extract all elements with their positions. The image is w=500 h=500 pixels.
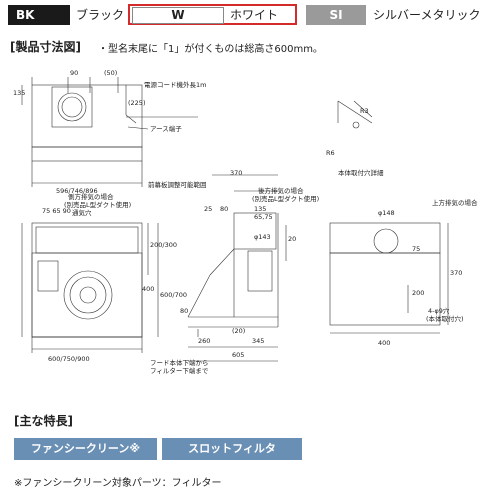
feature-slot-filter[interactable]: スロットフィルタ <box>162 438 302 460</box>
label-50: (50) <box>104 69 117 77</box>
label-up: 上方排気の場合 <box>432 198 478 207</box>
label-holes2: (本体取付穴) <box>426 314 464 323</box>
label-370b: 370 <box>450 269 462 277</box>
label-rear-1: 後方排気の場合 <box>258 186 304 195</box>
label-605: 605 <box>232 351 244 359</box>
label-25: 25 <box>204 205 212 213</box>
label-r3: R3 <box>360 107 369 115</box>
color-name-si: シルバーメタリック <box>373 8 481 22</box>
label-756590: 75 65 90 <box>42 207 71 215</box>
label-front-plate: 前幕板調整可能範囲 <box>148 180 207 189</box>
label-600-700: 600/700 <box>160 291 187 299</box>
label-200-300: 200/300 <box>150 241 177 249</box>
label-tsuko: 通気穴 <box>72 208 92 217</box>
label-400: 400 <box>142 285 154 293</box>
color-selector: BK ブラック W ホワイト SI シルバーメタリック <box>8 4 492 27</box>
color-selected-frame[interactable]: W ホワイト <box>128 4 297 25</box>
label-mount: 本体取付穴詳細 <box>338 168 384 177</box>
label-side-1: 側方排気の場合 <box>68 192 114 201</box>
label-600-750-900: 600/750/900 <box>48 355 90 363</box>
label-135: 135 <box>13 89 25 97</box>
color-name-w: ホワイト <box>230 8 279 22</box>
label-143: φ143 <box>254 233 271 241</box>
label-400b: 400 <box>378 339 390 347</box>
dimension-drawing: 90 (50) 135 (225) 電源コード機外長1m アース端子 596/7… <box>8 65 492 395</box>
label-200: 200 <box>412 289 424 297</box>
label-holes: 4-φ9穴 <box>428 306 450 315</box>
color-tag-bk[interactable]: BK <box>8 5 70 25</box>
feature-fancy-clean[interactable]: ファンシークリーン※ <box>14 438 157 460</box>
label-148: φ148 <box>378 209 395 217</box>
footnote: ※ファンシークリーン対象パーツ：フィルター <box>14 478 222 489</box>
label-6575: 65,75 <box>254 213 273 221</box>
label-side-2: (別売品L型ダクト使用) <box>64 200 131 209</box>
label-earth: アース端子 <box>150 124 182 133</box>
label-135b: 135 <box>254 205 266 213</box>
dimension-title: [製品寸法図] <box>10 40 81 54</box>
dimension-note: ・型名末尾に「1」が付くものは総高さ600mm。 <box>98 44 323 55</box>
label-80b: 80 <box>180 307 188 315</box>
color-tag-w[interactable]: W <box>132 7 224 24</box>
color-tag-si[interactable]: SI <box>306 5 366 25</box>
label-90: 90 <box>70 69 78 77</box>
label-rear-2: (別売品L型ダクト使用) <box>252 194 319 203</box>
label-80: 80 <box>220 205 228 213</box>
label-cord: 電源コード機外長1m <box>144 80 206 89</box>
label-370: 370 <box>230 169 242 177</box>
label-hood-1: フード本体下端から <box>150 358 209 367</box>
label-225: (225) <box>128 99 145 107</box>
label-260: 260 <box>198 337 210 345</box>
label-hood-2: フィルター下端まで <box>150 366 209 375</box>
color-name-bk: ブラック <box>76 8 125 22</box>
features-title: [主な特長] <box>14 414 73 428</box>
label-width-total: 596/746/896 <box>56 187 98 195</box>
label-345: 345 <box>252 337 264 345</box>
label-20c: (20) <box>232 327 245 335</box>
dimension-svg: 90 (50) 135 (225) 電源コード機外長1m アース端子 596/7… <box>13 69 478 375</box>
label-r6: R6 <box>326 149 335 157</box>
label-75: 75 <box>412 245 420 253</box>
label-20a: 20 <box>288 235 296 243</box>
